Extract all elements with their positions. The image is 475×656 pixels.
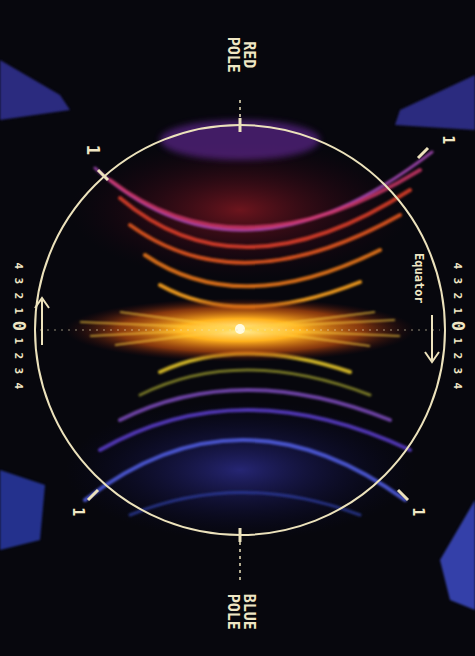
scale-number: 4 (451, 383, 463, 390)
scale-number: 0 (9, 321, 27, 331)
pole-label: RED POLE (224, 30, 256, 80)
scale-number: 1 (451, 338, 463, 345)
scale-number: 4 (451, 263, 463, 270)
scale-number: 1 (12, 308, 24, 315)
scale-number: 2 (451, 353, 463, 360)
scale-number: 0 (448, 321, 466, 331)
scale-number: 4 (12, 383, 24, 390)
point-number: 1 (70, 507, 86, 516)
scale-number: 3 (451, 278, 463, 285)
equator-label: Equator (412, 253, 425, 304)
point-number: 1 (440, 135, 456, 144)
scale-number: 2 (12, 293, 24, 300)
scale-number: 2 (451, 293, 463, 300)
scale-number: 1 (12, 338, 24, 345)
scale-number: 3 (12, 368, 24, 375)
scale-number: 1 (451, 308, 463, 315)
point-number: 1 (410, 507, 426, 516)
pole-label: BLUE POLE (224, 587, 256, 637)
scale-number: 3 (451, 368, 463, 375)
scale-number: 2 (12, 353, 24, 360)
scale-number: 4 (12, 263, 24, 270)
point-number: 1 (83, 145, 101, 155)
scale-number: 3 (12, 278, 24, 285)
